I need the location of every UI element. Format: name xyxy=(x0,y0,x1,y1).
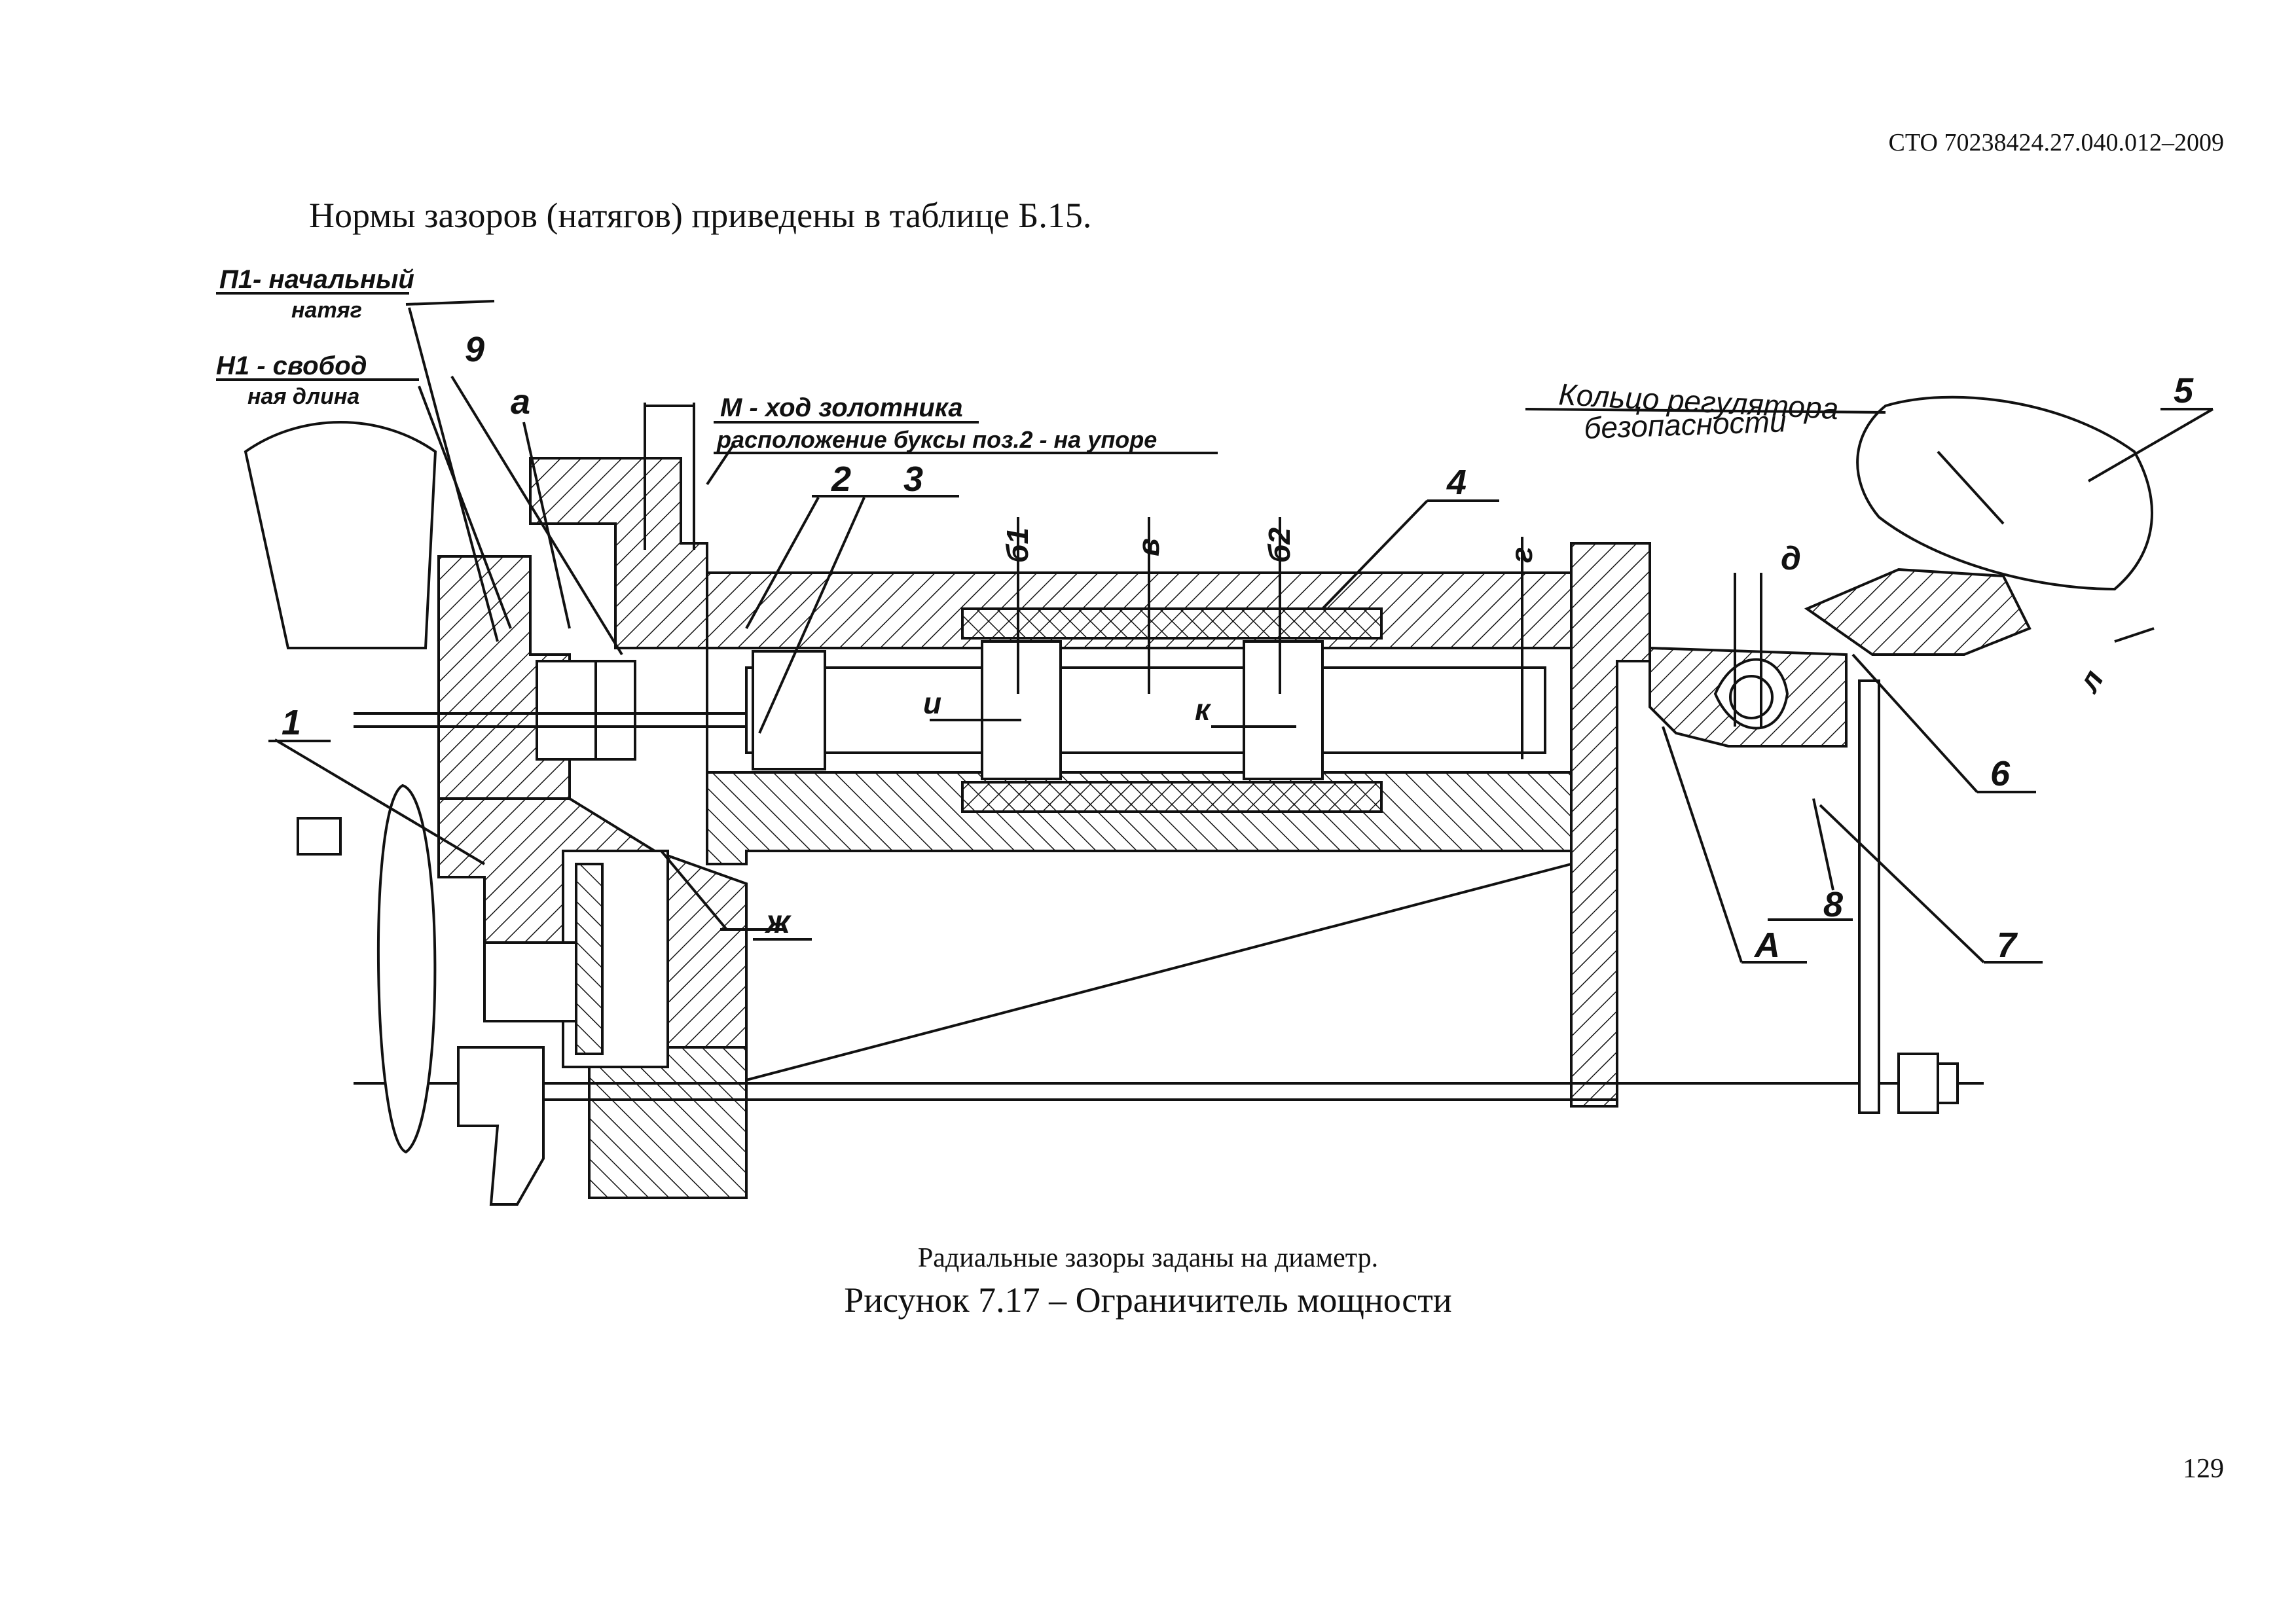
label-2: 2 xyxy=(831,460,851,499)
label-6: 6 xyxy=(1990,754,2011,793)
intro-text: Нормы зазоров (натягов) приведены в табл… xyxy=(309,196,1092,235)
label-a-capital: А xyxy=(1753,926,1780,965)
document-code: СТО 70238424.27.040.012–2009 xyxy=(1888,129,2225,156)
label-3: 3 xyxy=(903,460,923,499)
label-p1-line2: натяг xyxy=(291,298,362,323)
label-zh: ж xyxy=(764,903,792,940)
label-5: 5 xyxy=(2174,371,2194,410)
label-v: в xyxy=(1131,538,1165,556)
label-d: д xyxy=(1781,540,1801,577)
label-9: 9 xyxy=(465,330,484,369)
label-4: 4 xyxy=(1446,463,1467,502)
label-ring-line2: безопасности xyxy=(1584,404,1787,445)
label-7: 7 xyxy=(1997,926,2018,965)
label-b1: б1 xyxy=(1000,528,1034,563)
label-8: 8 xyxy=(1823,885,1843,924)
label-a-lower: а xyxy=(511,382,530,422)
label-p1-line1: П1- начальный xyxy=(219,265,414,294)
figure-note: Радиальные зазоры заданы на диаметр. xyxy=(917,1243,1379,1273)
label-1: 1 xyxy=(282,703,301,742)
label-m-line1: М - ход золотника xyxy=(720,393,963,422)
label-h1-line2: ная длина xyxy=(247,384,359,409)
page-number: 129 xyxy=(2183,1454,2224,1484)
label-m-line2: расположение буксы поз.2 - на упоре xyxy=(716,426,1157,453)
label-h1-line1: Н1 - свобод xyxy=(216,352,367,380)
figure-caption: Рисунок 7.17 – Ограничитель мощности xyxy=(844,1280,1452,1320)
label-k: к xyxy=(1195,693,1212,727)
label-l: л xyxy=(2071,664,2110,698)
label-g: г xyxy=(1504,547,1539,563)
label-b2: б2 xyxy=(1262,528,1296,563)
label-u: и xyxy=(923,686,941,720)
